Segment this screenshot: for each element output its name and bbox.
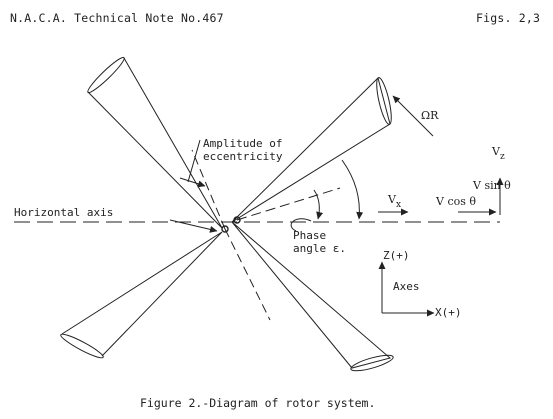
vz-main: V	[492, 145, 500, 158]
dashed-line-down	[224, 228, 271, 321]
vx-main: V	[388, 193, 396, 206]
omega-r-label: ΩR	[421, 109, 439, 122]
dashed-line-phase	[236, 187, 341, 221]
blade-tip-lower-left	[60, 333, 104, 359]
hub-offset	[221, 225, 229, 233]
dashed-line-up	[191, 149, 226, 230]
blade-upper-left	[87, 57, 223, 229]
angle-arc-inner	[313, 189, 324, 220]
blade-tip-upper-left	[87, 56, 125, 94]
vx-subscript: x	[395, 200, 402, 210]
amplitude-label-line1: Amplitude of	[203, 137, 283, 150]
omega-arrow	[392, 95, 434, 137]
v-sin-label: V sin θ	[473, 179, 511, 192]
header-figs: Figs. 2,3	[476, 11, 541, 25]
amplitude-arrow-upper	[179, 177, 206, 188]
phase-leader	[290, 218, 312, 232]
z-axis-label: Z(+)	[383, 249, 410, 262]
amplitude-leader	[187, 139, 201, 183]
angle-arc-outer	[341, 159, 364, 220]
vx-label: Vx	[388, 193, 401, 210]
figure-caption: Figure 2.-Diagram of rotor system.	[140, 396, 376, 410]
horizontal-axis-label: Horizontal axis	[14, 206, 114, 219]
blade-tip-lower-right	[350, 354, 394, 372]
x-axis-label: X(+)	[435, 306, 462, 319]
header-title: N.A.C.A. Technical Note No.467	[10, 11, 224, 25]
amplitude-label-line2: eccentricity	[203, 150, 283, 163]
blade-upper-right	[231, 77, 391, 223]
vz-label: Vz	[492, 145, 505, 162]
amplitude-arrow-lower	[169, 219, 218, 233]
blade-tip-upper-right	[376, 77, 392, 125]
hub-center	[233, 216, 241, 224]
axes-label: Axes	[393, 280, 420, 293]
vz-subscript: z	[499, 152, 505, 162]
phase-label-line2: angle ε.	[293, 242, 346, 255]
phase-label-line1: Phase	[293, 229, 327, 242]
v-cos-label: V cos θ	[436, 195, 476, 208]
blade-lower-right	[231, 221, 392, 369]
blade-lower-left	[61, 231, 223, 357]
